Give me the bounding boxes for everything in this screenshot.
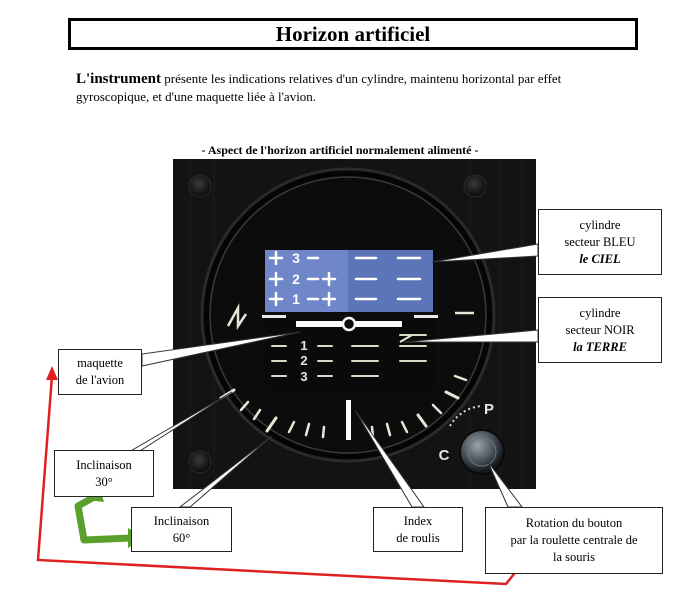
green-arrow (74, 492, 133, 544)
figure-caption: - Aspect de l'horizon artificiel normale… (201, 143, 479, 157)
callout-sky-cylinder: cylindre secteur BLEU le CIEL (538, 209, 662, 275)
page-title-box: Horizon artificiel (68, 18, 638, 50)
screw-top-right (463, 174, 487, 198)
callout-roll-line1: Index (403, 513, 433, 528)
roll-index-pointer (346, 400, 351, 440)
callout-bank-30: Inclinaison 30° (54, 450, 154, 497)
callout-bank60-line1: Inclinaison (153, 513, 210, 528)
intro-paragraph: L'instrument présente les indications re… (76, 70, 646, 105)
screw-top-left (188, 174, 212, 198)
roll-scale (219, 374, 468, 439)
pitch-needle (399, 334, 413, 343)
callout-roll-index: Index de roulis (373, 507, 463, 552)
aircraft-mockup (262, 315, 438, 332)
intro-text-1: présente les indications relatives d'un … (161, 71, 562, 86)
sky-mark-3: 3 (292, 250, 300, 266)
callout-bank30-line1: Inclinaison (76, 457, 132, 472)
callout-roll-line2: de roulis (396, 530, 440, 545)
callout-mockup-line2: de l'avion (75, 373, 125, 387)
callout-knob-line1: Rotation du bouton (525, 516, 623, 530)
callout-ground-line2: secteur NOIR (565, 322, 635, 337)
ground-mark-3: 3 (300, 369, 307, 384)
intro-bold: L'instrument (76, 71, 162, 87)
adjust-knob[interactable] (459, 429, 505, 475)
knob-scale-arc (449, 405, 483, 427)
callout-ground-line3: la TERRE (573, 339, 627, 354)
callout-aircraft-mockup: maquette de l'avion (58, 349, 142, 395)
knob-letter-p: P (484, 401, 494, 418)
callout-bank-60: Inclinaison 60° (131, 507, 232, 552)
callout-mockup-line1: maquette (77, 356, 123, 370)
sky-graduations (268, 250, 422, 307)
screw-bottom-left (188, 450, 212, 474)
ground-graduations (271, 334, 427, 377)
callout-bank60-line2: 60° (172, 530, 191, 545)
callout-sky-line1: cylindre (579, 217, 621, 232)
callout-pointers (120, 243, 539, 508)
knob-letter-c: C (439, 447, 450, 464)
callout-ground-cylinder: cylindre secteur NOIR la TERRE (538, 297, 662, 363)
callout-knob-rotation: Rotation du bouton par la roulette centr… (485, 507, 663, 574)
ground-mark-1: 1 (300, 338, 307, 353)
bank-mark-left (226, 303, 248, 331)
callout-knob-line3: la souris (552, 550, 595, 564)
callout-sky-line2: secteur BLEU (564, 234, 636, 249)
callout-knob-line2: par la roulette centrale de (510, 533, 638, 547)
callout-bank30-line2: 30° (95, 474, 113, 489)
callout-ground-line1: cylindre (579, 305, 621, 320)
callout-sky-line3: le CIEL (579, 251, 621, 266)
intro-text-2: gyroscopique, et d'une maquette liée à l… (76, 89, 317, 104)
sky-cylinder-edge (348, 250, 433, 312)
sky-mark-1: 1 (292, 291, 300, 307)
red-arrowhead-up (46, 366, 58, 380)
sky-mark-2: 2 (292, 271, 300, 287)
page-title: Horizon artificiel (275, 22, 431, 46)
adjust-knob-center (467, 437, 497, 467)
ground-mark-2: 2 (300, 353, 307, 368)
